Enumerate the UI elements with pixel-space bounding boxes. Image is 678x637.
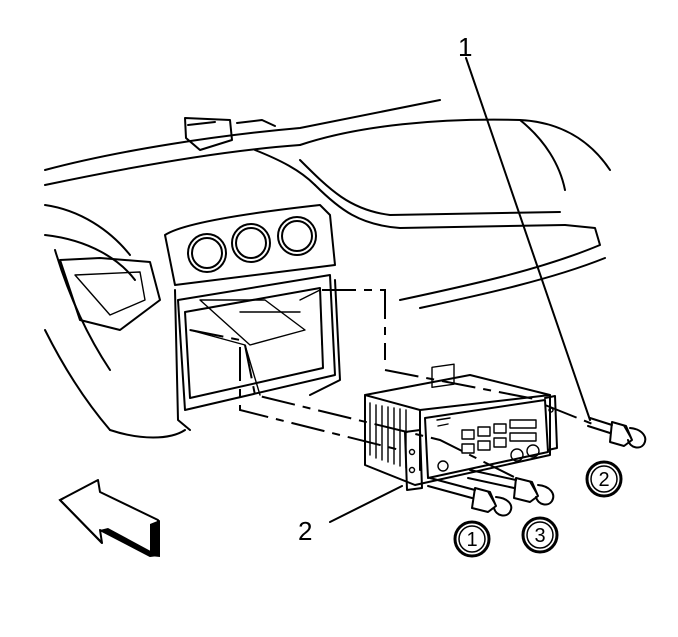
- circled-number-3: 3: [534, 525, 545, 547]
- bolt-2: [587, 417, 647, 449]
- callout-label-2: 2: [298, 516, 312, 546]
- bolt-1: [427, 477, 513, 517]
- alignment-guides: [189, 289, 596, 481]
- radio-buttons: [437, 419, 540, 472]
- heat-sink: [369, 402, 407, 469]
- circled-callout-2: 2: [585, 460, 623, 498]
- circled-callout-1: 1: [453, 520, 491, 558]
- circled-callout-3: 3: [521, 516, 559, 554]
- leader-lines: [329, 57, 591, 523]
- bolt-3: [467, 469, 555, 506]
- front-arrow-icon: [58, 479, 160, 557]
- circled-number-1: 1: [466, 529, 477, 551]
- instrument-panel: [44, 99, 611, 439]
- circled-number-2: 2: [598, 469, 609, 491]
- callout-label-1: 1: [458, 32, 472, 62]
- radio-unit: [364, 363, 558, 491]
